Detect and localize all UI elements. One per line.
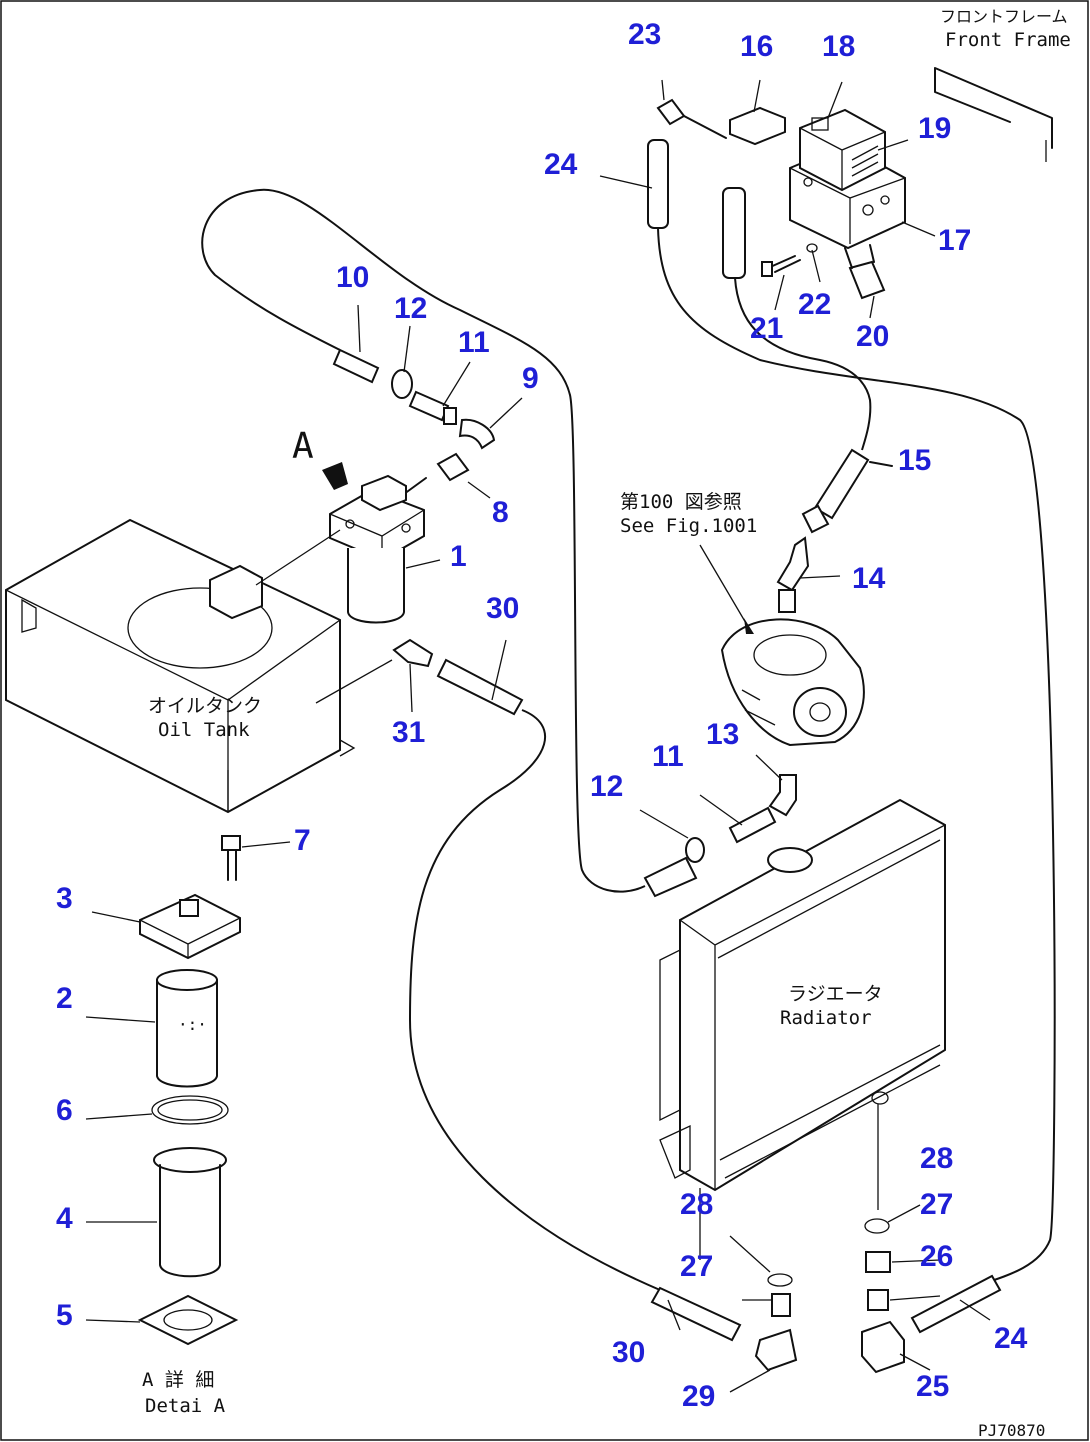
- oil-tank-label-en: Oil Tank: [158, 719, 250, 741]
- callout-24-lower: 24: [994, 1322, 1028, 1355]
- callout-19: 19: [918, 112, 951, 145]
- see-fig-label-en: See Fig.1001: [620, 515, 757, 537]
- callout-27-left: 27: [680, 1250, 713, 1283]
- callout-28-right: 28: [920, 1142, 953, 1175]
- hose-15: [801, 448, 893, 534]
- callout-30-lower: 30: [612, 1336, 645, 1369]
- callout-18: 18: [822, 30, 855, 63]
- pump-assembly: [201, 188, 865, 898]
- detail-label-en: Detai A: [145, 1395, 226, 1417]
- drain-fittings: [650, 1218, 1002, 1374]
- detail-a: ·:·: [137, 835, 241, 1346]
- callout-11-lower: 11: [652, 740, 684, 773]
- detail-label-jp: A 詳 細: [142, 1369, 214, 1391]
- bracket-16: [729, 106, 786, 146]
- callout-31: 31: [392, 716, 425, 749]
- callout-14: 14: [852, 562, 886, 595]
- callout-15: 15: [898, 444, 931, 477]
- radiator: [659, 798, 946, 1210]
- oil-tank-label-jp: オイルタンク: [148, 695, 262, 717]
- callout-26: 26: [920, 1240, 953, 1273]
- callout-28-left: 28: [680, 1188, 713, 1221]
- callout-11-upper: 11: [458, 326, 490, 359]
- callout-25: 25: [916, 1370, 949, 1403]
- callout-22: 22: [798, 288, 831, 321]
- callout-8: 8: [492, 496, 509, 529]
- front-frame-label-en: Front Frame: [945, 29, 1071, 51]
- callout-12-upper: 12: [394, 292, 427, 325]
- callout-10: 10: [336, 261, 369, 294]
- callout-4: 4: [56, 1202, 73, 1235]
- callout-12-lower: 12: [590, 770, 623, 803]
- hose-30-upper: [315, 638, 661, 1291]
- callout-29: 29: [682, 1380, 715, 1413]
- oil-tank: [5, 518, 356, 814]
- valve-assembly: [656, 98, 906, 300]
- radiator-label-en: Radiator: [780, 1007, 872, 1029]
- callout-21: 21: [750, 312, 783, 345]
- view-mark-a: A: [292, 426, 314, 467]
- callout-3: 3: [56, 882, 73, 915]
- callout-numbers: 1 2 3 4 5 6 7 8 9 10 11 11 12 12 13 14 1…: [56, 18, 1028, 1413]
- upper-hose-fittings: [332, 348, 496, 495]
- drawing-code: PJ70870: [978, 1421, 1045, 1440]
- svg-text:·:·: ·:·: [178, 1015, 207, 1034]
- filter-assembly: [322, 462, 425, 624]
- callout-6: 6: [56, 1094, 73, 1127]
- callout-23: 23: [628, 18, 661, 51]
- callout-2: 2: [56, 982, 73, 1015]
- radiator-label-jp: ラジエータ: [788, 983, 883, 1005]
- hose-24-upper: [647, 139, 1056, 1284]
- callout-16: 16: [740, 30, 773, 63]
- callout-30-upper: 30: [486, 592, 519, 625]
- callout-7: 7: [294, 824, 311, 857]
- callout-5: 5: [56, 1299, 73, 1332]
- callout-20: 20: [856, 320, 889, 353]
- leader-lines: [85, 79, 991, 1393]
- callout-1: 1: [450, 540, 467, 573]
- pump: [720, 618, 865, 747]
- callout-13: 13: [706, 718, 739, 751]
- callout-27-right: 27: [920, 1188, 953, 1221]
- see-fig-label-jp: 第100 図参照: [620, 491, 742, 513]
- callout-24-upper: 24: [544, 148, 578, 181]
- front-frame: [934, 67, 1053, 162]
- front-frame-label-jp: フロントフレーム: [940, 7, 1068, 26]
- callout-9: 9: [522, 362, 539, 395]
- callout-17: 17: [938, 224, 971, 257]
- annotation-text: フロントフレーム Front Frame オイルタンク Oil Tank ラジエ…: [142, 7, 1071, 1440]
